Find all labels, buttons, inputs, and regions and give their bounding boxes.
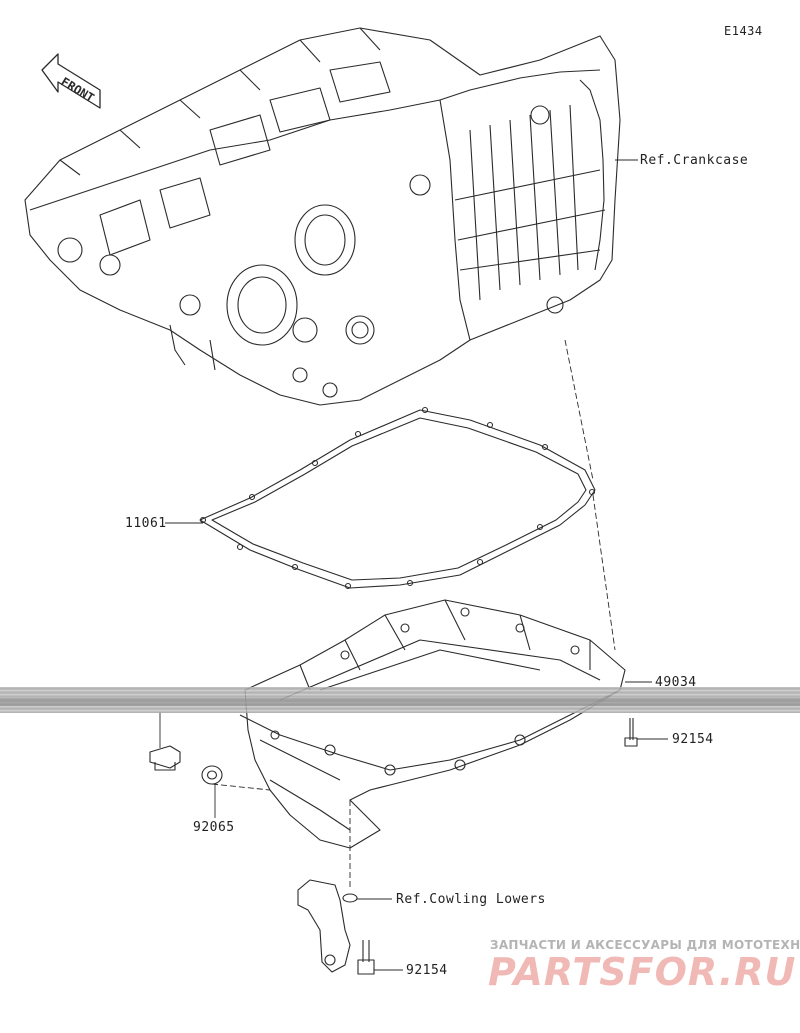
label-bolt-bottom: 92154 — [406, 963, 448, 978]
label-cowling: Ref.Cowling Lowers — [396, 892, 546, 907]
drain-plug-drawing — [149, 745, 181, 771]
label-crankcase: Ref.Crankcase — [640, 153, 749, 168]
leader-lines — [159, 159, 668, 971]
cowling-bracket-drawing — [297, 879, 358, 973]
bolt-right-drawing — [624, 718, 638, 747]
label-bolt-right: 92154 — [672, 732, 714, 747]
watermark-brand: PARTSFOR.RU — [488, 950, 797, 994]
bolt-bottom-drawing — [357, 940, 375, 975]
scan-noise-band-dark — [0, 698, 800, 706]
oil-pan-gasket-drawing — [199, 406, 596, 590]
front-label: FRONT — [58, 75, 96, 106]
crankcase-drawing — [24, 27, 621, 406]
watermark-tagline: ЗАПЧАСТИ И АКСЕССУАРЫ ДЛЯ МОТОТЕХНИКИ — [490, 938, 800, 952]
washer-drawing — [201, 765, 223, 785]
diagram-code: E1434 — [724, 24, 763, 38]
label-gasket: 11061 — [125, 516, 167, 531]
oil-pan-drawing — [239, 599, 626, 849]
label-washer: 92065 — [193, 820, 235, 835]
front-arrow-icon: FRONT — [41, 53, 101, 109]
label-oil-pan: 49034 — [655, 675, 697, 690]
